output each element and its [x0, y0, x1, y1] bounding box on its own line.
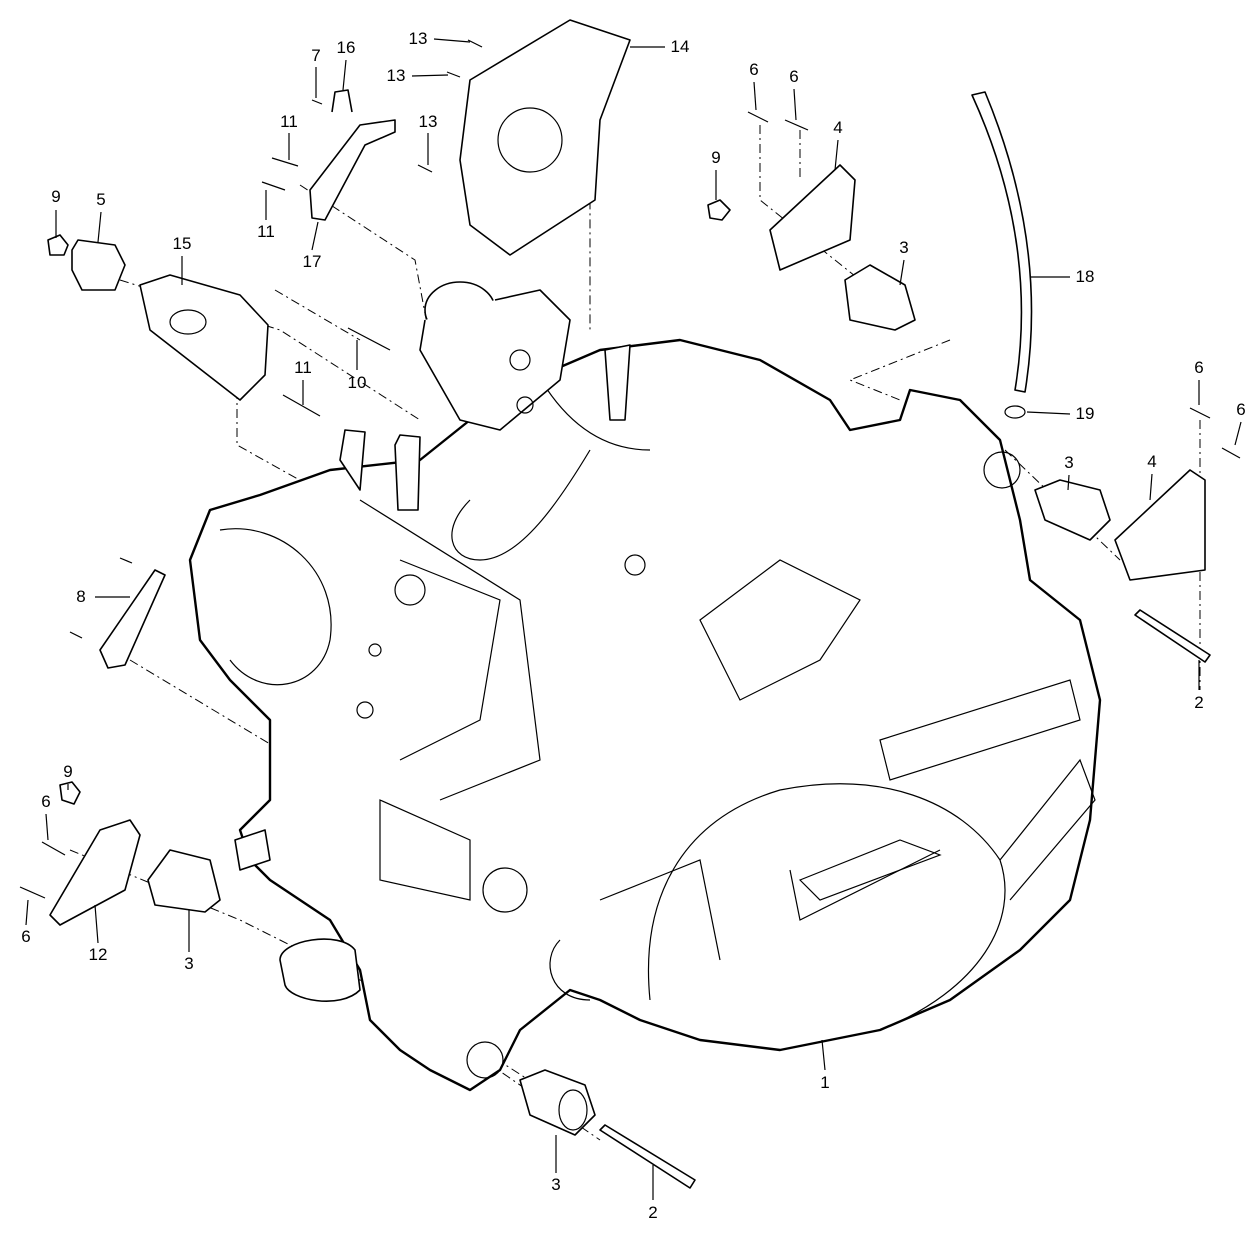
plate-part-4a — [769, 164, 856, 271]
bracket-part-17 — [309, 119, 396, 221]
callout-6[interactable]: 6 — [789, 67, 799, 86]
callout-13[interactable]: 13 — [386, 66, 406, 85]
callout-9[interactable]: 9 — [51, 187, 61, 206]
callout-6[interactable]: 6 — [1194, 358, 1204, 377]
callout-8[interactable]: 8 — [76, 587, 86, 606]
bolts — [19, 39, 1241, 899]
callout-6[interactable]: 6 — [41, 792, 51, 811]
callout-7[interactable]: 7 — [311, 46, 321, 65]
nut-part-9c — [59, 781, 81, 805]
cover-part-14 — [459, 19, 631, 256]
bolt-part-2b — [599, 1124, 696, 1189]
engine-block — [188, 338, 1102, 1092]
bushing-part-3d — [519, 1069, 596, 1136]
callout-11[interactable]: 11 — [257, 222, 275, 241]
callout-4[interactable]: 4 — [833, 118, 843, 137]
callout-17[interactable]: 17 — [302, 252, 322, 271]
bushing-part-5 — [71, 239, 126, 291]
clamp-part-19 — [1004, 405, 1026, 419]
bracket-part-8 — [99, 569, 166, 669]
callout-3[interactable]: 3 — [551, 1175, 561, 1194]
bracket-part-15 — [139, 274, 269, 401]
callout-19[interactable]: 19 — [1075, 404, 1095, 423]
callout-11[interactable]: 11 — [280, 112, 298, 131]
clip-part-16 — [331, 89, 353, 113]
bushing-part-3a — [844, 264, 916, 331]
callout-4[interactable]: 4 — [1147, 452, 1157, 471]
callout-2[interactable]: 2 — [648, 1203, 658, 1222]
callout-2[interactable]: 2 — [1194, 693, 1204, 712]
leader-lines — [25, 38, 1242, 1200]
throttle-body — [419, 281, 571, 431]
bushing-part-3c — [147, 849, 221, 913]
callout-15[interactable]: 15 — [172, 234, 192, 253]
callout-5[interactable]: 5 — [96, 190, 106, 209]
bolt-part-2a — [1134, 609, 1211, 663]
callout-13[interactable]: 13 — [408, 29, 428, 48]
hose-part-18 — [971, 91, 1033, 393]
callout-9[interactable]: 9 — [711, 148, 721, 167]
nut-part-9b — [707, 199, 731, 221]
callout-6[interactable]: 6 — [749, 60, 759, 79]
callout-11[interactable]: 11 — [294, 358, 312, 377]
callout-14[interactable]: 14 — [670, 37, 690, 56]
callout-18[interactable]: 18 — [1075, 267, 1095, 286]
plate-part-12 — [49, 819, 141, 926]
plate-part-4b — [1114, 469, 1206, 581]
callout-3[interactable]: 3 — [899, 238, 909, 257]
bushing-part-3b — [1034, 479, 1111, 541]
nut-part-9a — [47, 234, 69, 256]
callout-3[interactable]: 3 — [184, 954, 194, 973]
callout-13[interactable]: 13 — [418, 112, 438, 131]
callout-10[interactable]: 10 — [347, 373, 367, 392]
callout-6[interactable]: 6 — [21, 927, 31, 946]
callout-1[interactable]: 1 — [820, 1073, 830, 1092]
callout-9[interactable]: 9 — [63, 762, 73, 781]
callout-6[interactable]: 6 — [1236, 400, 1246, 419]
callout-12[interactable]: 12 — [88, 945, 108, 964]
callout-3[interactable]: 3 — [1064, 453, 1074, 472]
callout-16[interactable]: 16 — [336, 38, 356, 57]
